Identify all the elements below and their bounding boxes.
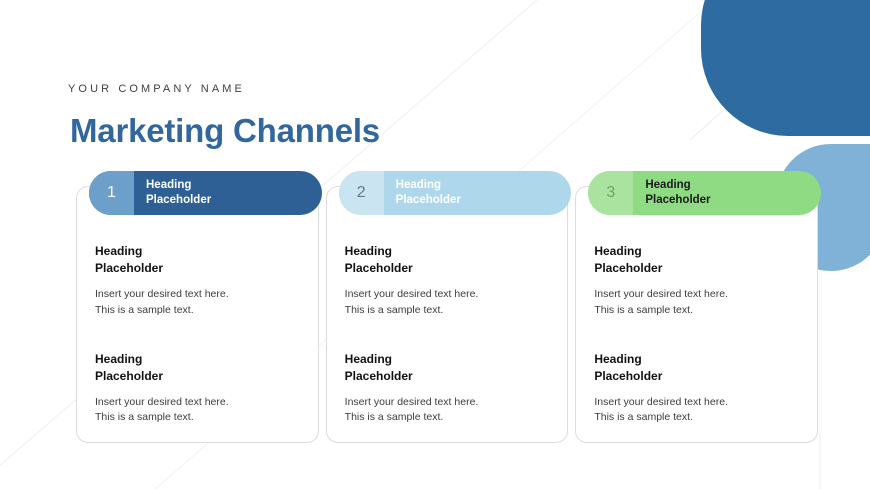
card-2-block-2: Heading Placeholder Insert your desired … [345,334,550,426]
card-2-number: 2 [356,184,366,201]
card-1-pill-title: Heading Placeholder [146,178,212,206]
company-name: YOUR COMPANY NAME [68,83,245,95]
card-2-number-badge: 2 [338,171,384,215]
card-1-number: 1 [107,184,116,201]
card-3-pill-title: Heading Placeholder [645,178,711,206]
card-2-block-2-body: Insert your desired text here. This is a… [344,396,479,424]
cards-row: 1 Heading Placeholder Heading Placeholde… [76,171,822,443]
card-1-block-1-heading: Heading Placeholder [95,244,164,276]
card-1-block-1-body: Insert your desired text here. This is a… [95,288,229,316]
card-3-block-2-body: Insert your desired text here. This is a… [594,396,728,424]
card-2-header-pill[interactable]: 2 Heading Placeholder [338,171,572,215]
card-1-number-badge: 1 [89,171,134,215]
card-3-block-2-heading: Heading Placeholder [594,351,663,383]
card-3[interactable]: 3 Heading Placeholder Heading Placeholde… [575,171,822,443]
card-2-block-1-heading: Heading Placeholder [344,244,413,276]
card-3-number: 3 [606,184,616,201]
decorative-shape-blue-dark [701,0,870,136]
card-2-pill-title: Heading Placeholder [395,178,461,206]
card-3-number-badge: 3 [588,171,634,215]
card-3-block-1: Heading Placeholder Insert your desired … [594,231,799,318]
card-2-block-1: Heading Placeholder Insert your desired … [345,231,550,318]
card-2-block-2-heading: Heading Placeholder [344,351,413,383]
card-3-block-2: Heading Placeholder Insert your desired … [594,334,799,426]
card-3-block-1-body: Insert your desired text here. This is a… [594,288,728,316]
card-1-block-1: Heading Placeholder Insert your desired … [95,231,300,318]
card-3-header-pill[interactable]: 3 Heading Placeholder [588,171,822,215]
card-2[interactable]: 2 Heading Placeholder Heading Placeholde… [325,171,572,443]
card-2-block-1-body: Insert your desired text here. This is a… [344,288,479,316]
card-1[interactable]: 1 Heading Placeholder Heading Placeholde… [76,171,322,443]
card-1-block-2-body: Insert your desired text here. This is a… [95,396,229,424]
card-1-block-2-heading: Heading Placeholder [95,351,164,383]
card-1-block-2: Heading Placeholder Insert your desired … [95,334,300,426]
card-1-header-pill[interactable]: 1 Heading Placeholder [89,171,322,215]
card-3-block-1-heading: Heading Placeholder [594,244,663,276]
page-title: Marketing Channels [70,112,380,149]
